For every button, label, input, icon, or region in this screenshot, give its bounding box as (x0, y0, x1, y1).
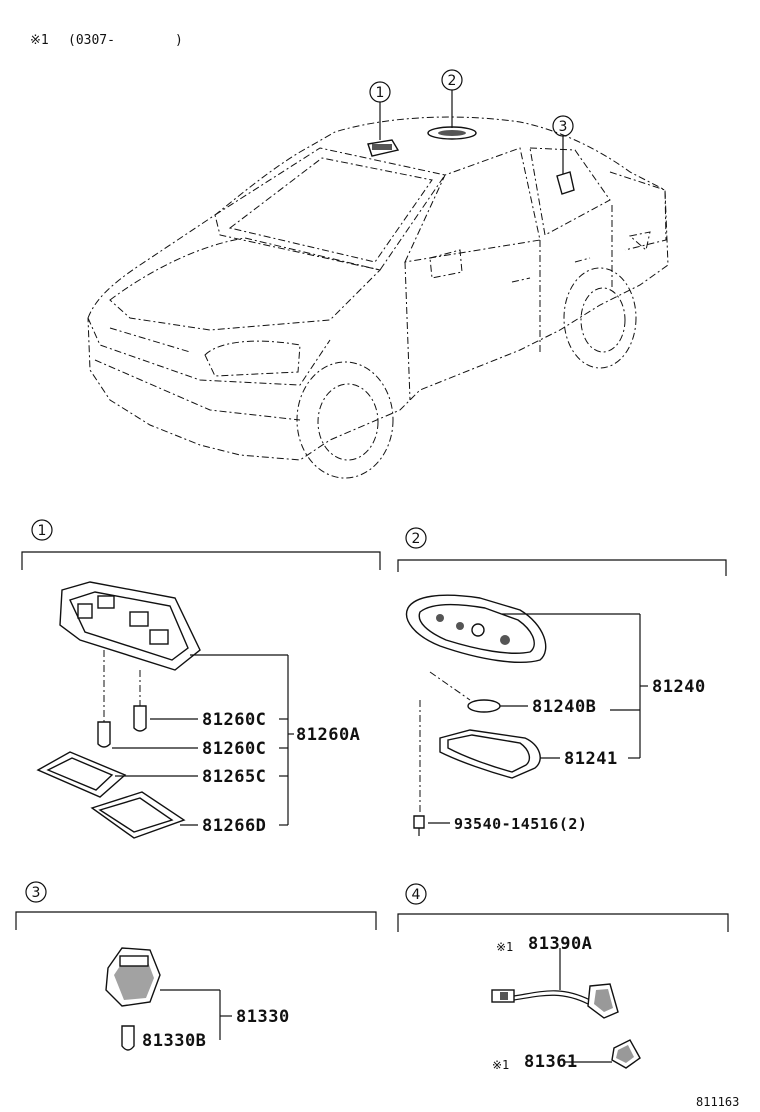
mark-81390A: ※1 (496, 940, 513, 954)
svg-text:1: 1 (38, 523, 47, 539)
part-81240: 81240 (652, 677, 706, 697)
part-81330B: 81330B (142, 1031, 206, 1051)
note-range: (0307- (68, 33, 115, 48)
part-81390A: 81390A (528, 934, 592, 954)
part-81260A: 81260A (296, 725, 360, 745)
part-81330: 81330 (236, 1007, 290, 1027)
part-93540-14516: 93540-14516(2) (454, 815, 587, 833)
part-81361: 81361 (524, 1052, 578, 1072)
svg-text:3: 3 (559, 119, 568, 135)
svg-text:4: 4 (412, 887, 421, 903)
callout-2: 2 (441, 69, 463, 128)
section-1: 1 81260C 81260C 81260A 8 (21, 519, 381, 839)
part-81266D: 81266D (202, 816, 266, 836)
svg-text:1: 1 (376, 85, 385, 101)
part-81265C: 81265C (202, 767, 266, 787)
section-3: 3 81330 81330B (15, 881, 377, 1051)
mark-81361: ※1 (492, 1058, 509, 1072)
part-81240B: 81240B (532, 697, 596, 717)
svg-text:2: 2 (448, 73, 457, 89)
note-close: ) (175, 33, 183, 48)
part-81260C-b: 81260C (202, 739, 266, 759)
section-2: 2 81240 81240B 81241 93540-14516(2) (397, 527, 727, 836)
part-81260C-a: 81260C (202, 710, 266, 730)
note-mark: ※1 (30, 33, 49, 48)
callout-3: 3 (552, 115, 574, 174)
figure-id: 811163 (696, 1095, 739, 1109)
callout-1: 1 (369, 81, 391, 140)
section-4: 4 ※1 81390A ※1 81361 (397, 883, 729, 1072)
svg-text:2: 2 (412, 531, 421, 547)
part-81241: 81241 (564, 749, 618, 769)
car-illustration (87, 116, 669, 479)
svg-text:3: 3 (32, 885, 41, 901)
